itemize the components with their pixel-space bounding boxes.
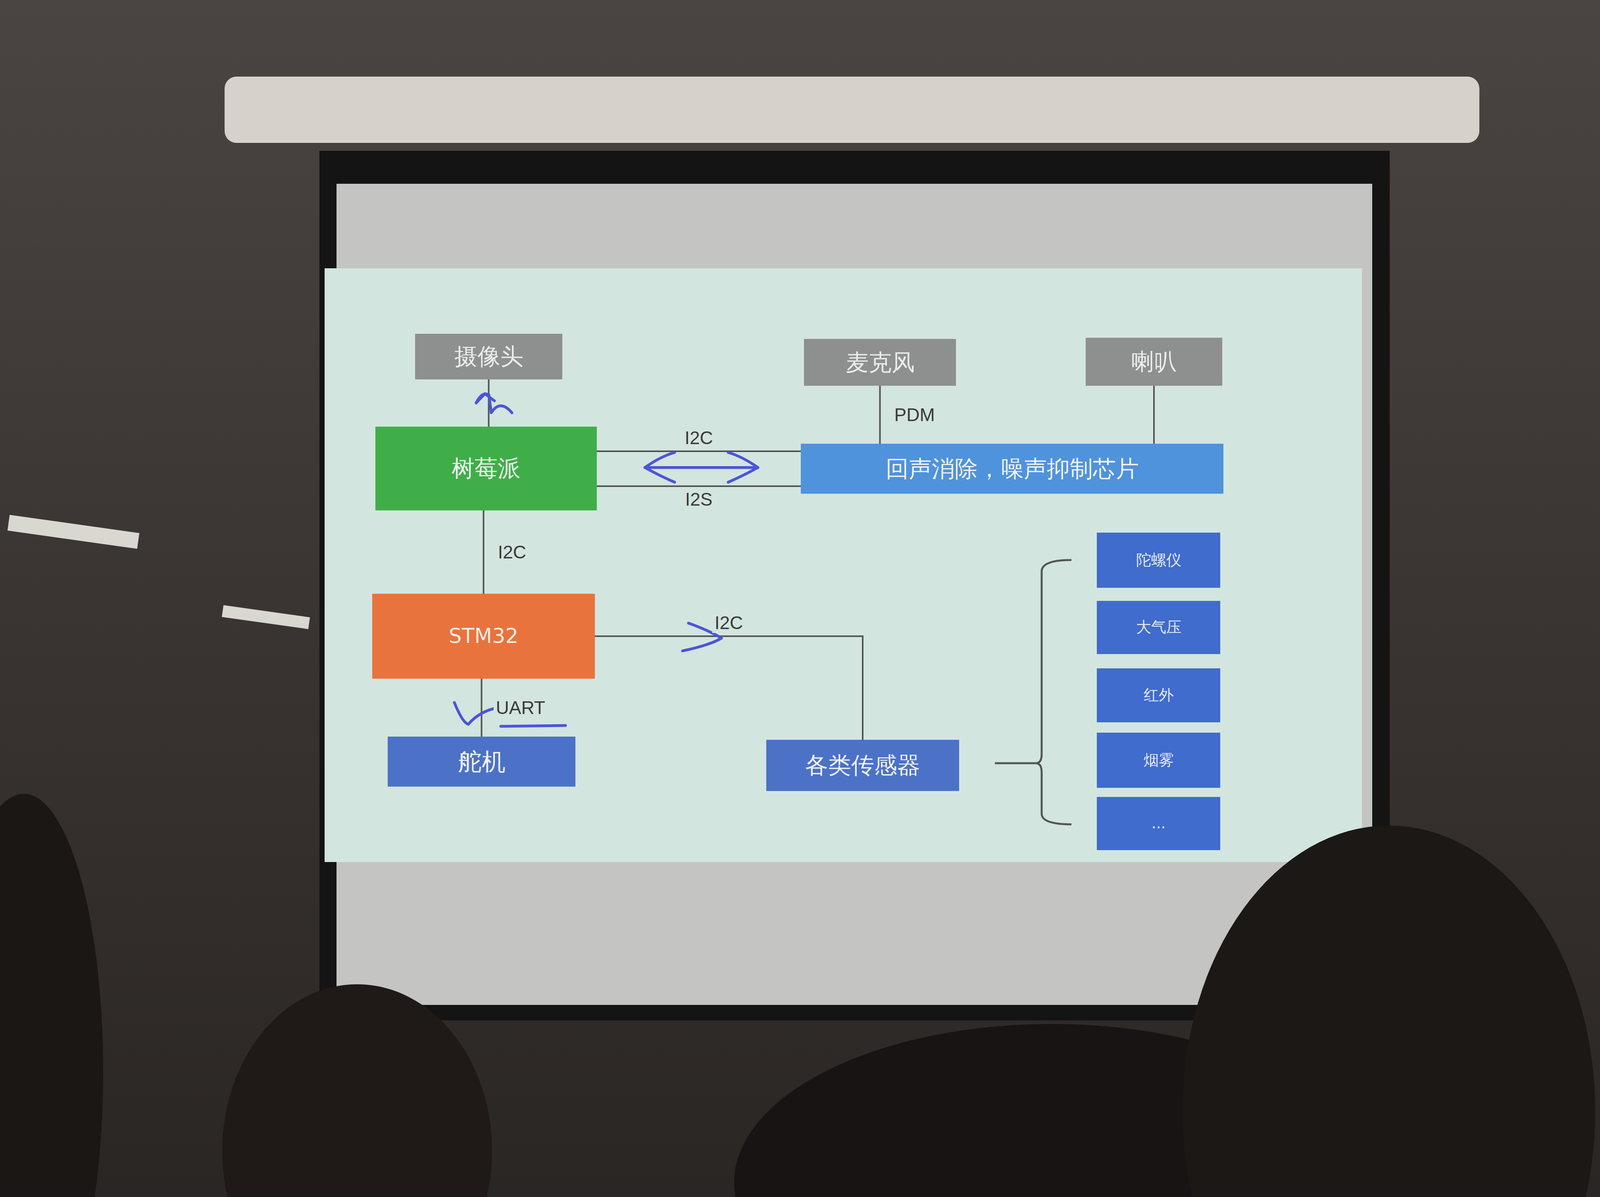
signal-label: I2C bbox=[682, 427, 716, 449]
node-label: 回声消除，噪声抑制芯片 bbox=[885, 455, 1139, 483]
audience-head bbox=[1182, 825, 1596, 1197]
node-label: 树莓派 bbox=[451, 455, 521, 482]
node-label: 摄像头 bbox=[454, 343, 524, 370]
sensor-box: ... bbox=[1096, 796, 1221, 850]
pen-arrow bbox=[476, 393, 495, 403]
connector bbox=[596, 450, 801, 452]
mcu-box: STM32 bbox=[372, 593, 595, 679]
device-box: 摄像头 bbox=[415, 333, 563, 380]
sensor-box: 陀螺仪 bbox=[1096, 532, 1221, 588]
screen-housing bbox=[224, 76, 1480, 143]
pen-double-arrow bbox=[644, 452, 758, 483]
ceiling-light bbox=[7, 514, 140, 549]
node-label: STM32 bbox=[448, 624, 519, 649]
node-label: 各类传感器 bbox=[805, 751, 921, 779]
pen-underline bbox=[500, 725, 566, 727]
connector bbox=[594, 636, 863, 740]
connector bbox=[480, 678, 483, 737]
signal-label: PDM bbox=[892, 404, 938, 425]
signal-label: I2S bbox=[682, 489, 715, 510]
device-box: 喇叭 bbox=[1085, 337, 1223, 386]
node-label: 陀螺仪 bbox=[1136, 551, 1182, 570]
node-label: 红外 bbox=[1143, 686, 1174, 704]
connector bbox=[879, 385, 881, 444]
connector bbox=[1153, 385, 1155, 444]
servo-box: 舵机 bbox=[387, 736, 576, 787]
screen-frame bbox=[319, 150, 1390, 1021]
sensor-box: 烟雾 bbox=[1096, 732, 1221, 788]
signal-label: UART bbox=[493, 697, 548, 718]
signal-label: I2C bbox=[712, 612, 746, 633]
audience-head bbox=[0, 793, 104, 1197]
sensor-box: 红外 bbox=[1096, 668, 1221, 723]
slide bbox=[324, 268, 1362, 862]
node-label: 大气压 bbox=[1136, 618, 1182, 637]
connector bbox=[596, 485, 801, 487]
chip-box: 回声消除，噪声抑制芯片 bbox=[800, 443, 1224, 494]
board-box: 树莓派 bbox=[375, 426, 597, 511]
node-label: 喇叭 bbox=[1130, 348, 1177, 375]
pen-arrow bbox=[476, 394, 512, 414]
device-box: 麦克风 bbox=[803, 338, 956, 386]
connector bbox=[482, 510, 485, 594]
signal-label: I2C bbox=[495, 542, 529, 563]
sensor-group-box: 各类传感器 bbox=[766, 739, 960, 791]
node-label: 烟雾 bbox=[1143, 751, 1174, 770]
node-label: 麦克风 bbox=[845, 349, 915, 376]
bracket bbox=[994, 559, 1072, 825]
sensor-box: 大气压 bbox=[1096, 600, 1221, 654]
ceiling-light bbox=[221, 605, 310, 629]
node-label: ... bbox=[1151, 814, 1166, 833]
audience-head bbox=[222, 984, 493, 1197]
node-label: 舵机 bbox=[457, 748, 506, 776]
